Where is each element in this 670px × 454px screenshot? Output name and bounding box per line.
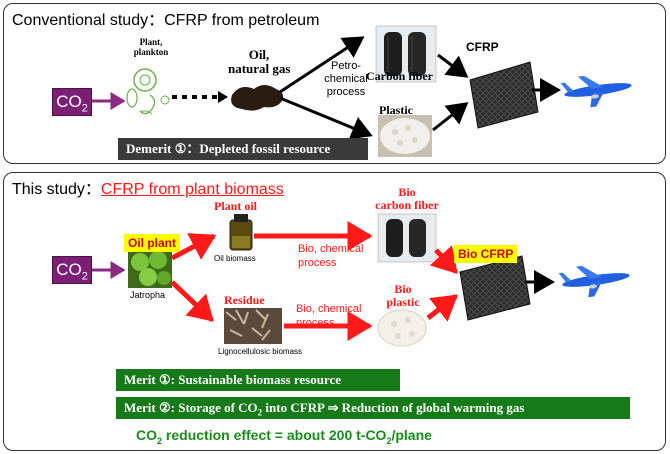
- co2-text: CO: [56, 92, 82, 111]
- co2-box-bottom: CO2: [52, 256, 92, 284]
- effect-co2: CO: [136, 427, 157, 443]
- this-study-main-title: CFRP from plant biomass: [100, 181, 284, 198]
- this-study-prefix: This study：: [12, 181, 101, 198]
- bio-plastic-line-2: plastic: [386, 295, 420, 309]
- plant-oil-label: Plant oil: [214, 199, 258, 213]
- co2-subscript: 2: [81, 270, 88, 283]
- jatropha-label: Jatropha: [130, 290, 166, 300]
- plankton-label: plankton: [133, 47, 169, 57]
- oil-label: Oil,: [248, 47, 270, 62]
- merit-1-banner: Merit ①: Sustainable biomass resource: [116, 369, 400, 391]
- bio-cfrp-sheet-image: [459, 255, 531, 321]
- biocarbonfiber-to-biocfrp-arrow: [429, 245, 458, 274]
- merit-2-part-a: Merit ②: Storage of CO: [124, 400, 258, 415]
- co2-subscript: 2: [81, 102, 88, 115]
- bio-carbon-fiber-line-1: Bio: [398, 185, 416, 199]
- process-top-line-2: process: [298, 257, 337, 269]
- airplane-top-image: [560, 75, 632, 108]
- natural-gas-label: natural gas: [228, 61, 291, 76]
- oil-biomass-label: Oil biomass: [214, 254, 256, 263]
- bio-plastic-line-1: Bio: [394, 282, 412, 296]
- residue-label: Residue: [224, 293, 265, 307]
- plant-oil-bottle-image: [229, 214, 253, 251]
- bio-chemical-process-top-label: Bio, chemical process: [298, 242, 363, 270]
- merit-2-subscript: 2: [257, 407, 263, 418]
- plastic-label: Plastic: [379, 103, 413, 117]
- plant-label: Plant,: [139, 37, 163, 47]
- residue-image: [224, 308, 282, 344]
- oil-gas-label: Oil, natural gas: [228, 48, 290, 76]
- cfrp-sheet-image: [469, 61, 539, 129]
- effect-subscript-1: 2: [157, 435, 163, 446]
- oil-to-plastic-arrow: [279, 96, 373, 140]
- jatropha-image: [128, 250, 172, 288]
- bio-plastic-label: Bio plastic: [380, 283, 426, 309]
- effect-subscript-2: 2: [386, 435, 392, 446]
- effect-per-plane: /plane: [391, 427, 432, 443]
- process-line-2: chemical: [324, 73, 368, 85]
- plastic-to-cfrp-arrow: [432, 102, 469, 132]
- oil-to-carbonfiber-arrow: [279, 36, 365, 94]
- process-line-3: process: [326, 86, 366, 98]
- bio-carbon-fiber-label: Bio carbon fiber: [372, 186, 442, 212]
- carbon-fiber-label: Carbon fiber: [366, 69, 433, 83]
- bio-chemical-process-bottom-label: Bio, chemical process: [296, 302, 361, 330]
- oil-blob-image: [231, 85, 284, 111]
- co2-box-top: CO2: [52, 88, 92, 116]
- petrochemical-process-label: Petro- chemical process: [316, 60, 376, 99]
- process-bottom-line-1: Bio, chemical: [296, 303, 362, 315]
- bioplastic-to-biocfrp-arrow: [426, 294, 458, 322]
- plankton-image: [126, 68, 170, 115]
- bio-carbon-fiber-line-2: carbon fiber: [375, 198, 439, 212]
- conventional-study-title: Conventional study：CFRP from petroleum: [12, 12, 320, 29]
- plastic-image: [378, 115, 432, 157]
- this-study-title: This study：CFRP from plant biomass: [12, 175, 284, 199]
- oilplant-to-residue-arrow: [170, 280, 214, 322]
- bio-carbon-fiber-image: [377, 213, 437, 263]
- demerit-banner: Demerit ①：Depleted fossil resource: [118, 138, 368, 160]
- airplane-bottom-image: [558, 265, 630, 298]
- merit-2-banner: Merit ②: Storage of CO2 into CFRP ⇒ Redu…: [116, 397, 630, 419]
- merit-2-part-b: into CFRP ⇒ Reduction of global warming …: [262, 400, 525, 415]
- oilplant-to-plantoil-arrow: [170, 233, 217, 261]
- cfrp-label: CFRP: [466, 40, 499, 54]
- process-bottom-line-2: process: [296, 317, 335, 329]
- oil-plant-label: Oil plant: [124, 234, 180, 252]
- process-line-1: Petro-: [331, 60, 361, 72]
- process-top-line-1: Bio, chemical: [298, 243, 364, 255]
- carbonfiber-to-cfrp-arrow: [437, 53, 469, 78]
- plant-plankton-label: Plant, plankton: [129, 37, 173, 57]
- lignocellulosic-biomass-label: Lignocellulosic biomass: [218, 347, 303, 356]
- co2-reduction-effect: CO2 reduction effect = about 200 t-CO2/p…: [136, 427, 432, 446]
- bio-cfrp-label: Bio CFRP: [454, 245, 518, 263]
- effect-text: reduction effect = about 200 t-CO: [162, 427, 387, 443]
- bio-plastic-image: [377, 309, 427, 347]
- co2-text: CO: [56, 260, 82, 279]
- carbon-fiber-image: [375, 25, 437, 83]
